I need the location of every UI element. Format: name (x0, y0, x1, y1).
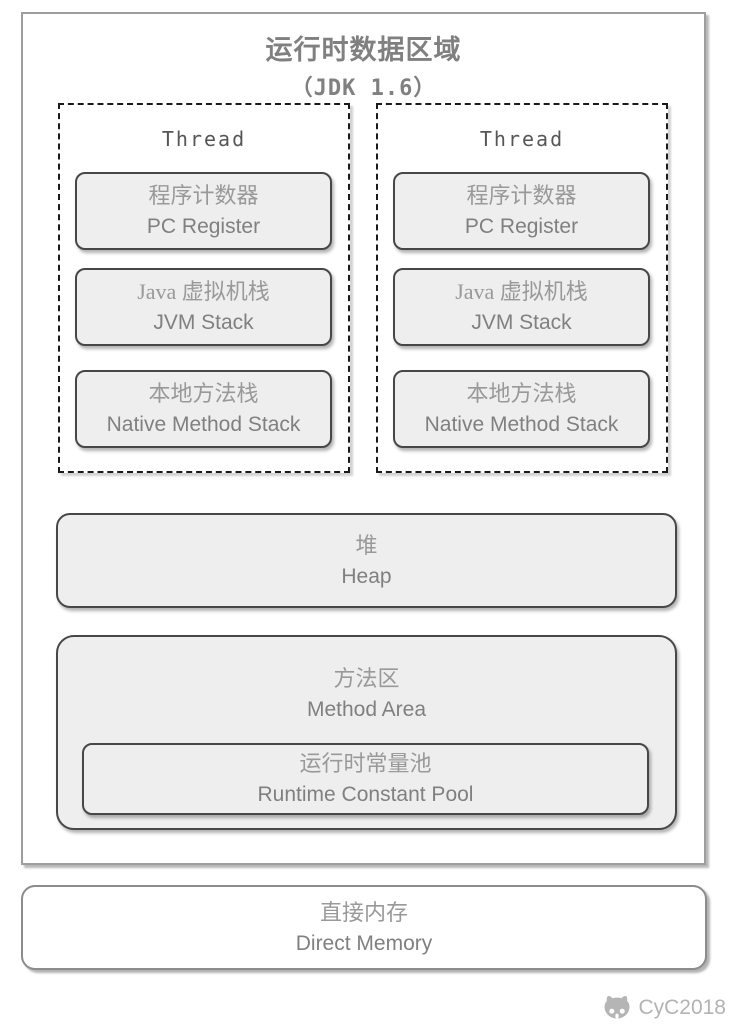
pc-register-label-zh: 程序计数器 (148, 183, 259, 208)
heap-box: 堆 Heap (56, 513, 677, 608)
jvm-stack-box: Java 虚拟机栈 JVM Stack (75, 268, 332, 346)
jvm-stack-label-en: JVM Stack (153, 311, 254, 334)
jvm-stack-label-zh: Java 虚拟机栈 (137, 279, 270, 304)
watermark-text: CyC2018 (638, 995, 726, 1019)
jvm-stack-label-zh: Java 虚拟机栈 (455, 279, 588, 304)
method-area-label-en: Method Area (306, 698, 427, 721)
heap-label-en: Heap (341, 564, 392, 588)
thread-label: Thread (161, 127, 247, 151)
native-method-stack-label-en: Native Method Stack (106, 413, 301, 436)
direct-memory-label-en: Direct Memory (295, 931, 433, 955)
thread-label: Thread (479, 127, 565, 151)
direct-memory-label-zh: 直接内存 (319, 899, 408, 925)
native-method-stack-label-en: Native Method Stack (424, 413, 619, 436)
runtime-data-area-container: 运行时数据区域 （JDK 1.6） Thread 程序计数器 PC Regist… (21, 12, 706, 865)
diagram-title-zh: 运行时数据区域 (265, 35, 462, 65)
method-area-label-zh: 方法区 (333, 666, 400, 691)
diagram-title: 运行时数据区域 （JDK 1.6） (23, 28, 704, 102)
heap-label-zh: 堆 (355, 532, 378, 558)
watermark: CyC2018 (602, 995, 726, 1020)
pc-register-label-zh: 程序计数器 (466, 183, 577, 208)
native-method-stack-box: 本地方法栈 Native Method Stack (75, 370, 332, 448)
runtime-constant-pool-box: 运行时常量池 Runtime Constant Pool (82, 743, 649, 815)
runtime-constant-pool-label-zh: 运行时常量池 (299, 751, 432, 776)
diagram-title-jdk-version: （JDK 1.6） (290, 76, 437, 101)
jvm-stack-box: Java 虚拟机栈 JVM Stack (393, 268, 650, 346)
method-area-box: 方法区 Method Area 运行时常量池 Runtime Constant … (56, 635, 677, 830)
pc-register-label-en: PC Register (464, 215, 579, 238)
runtime-constant-pool-label-en: Runtime Constant Pool (257, 783, 474, 806)
pc-register-label-en: PC Register (146, 215, 261, 238)
native-method-stack-label-zh: 本地方法栈 (148, 381, 259, 406)
cat-logo-icon (604, 996, 630, 1019)
native-method-stack-label-zh: 本地方法栈 (466, 381, 577, 406)
native-method-stack-box: 本地方法栈 Native Method Stack (393, 370, 650, 448)
thread-box-2: Thread 程序计数器 PC Register Java 虚拟机栈 JVM S… (376, 103, 668, 473)
thread-box-1: Thread 程序计数器 PC Register Java 虚拟机栈 JVM S… (58, 103, 350, 473)
method-area-title: 方法区 Method Area (307, 665, 426, 723)
pc-register-box: 程序计数器 PC Register (75, 172, 332, 250)
direct-memory-box: 直接内存 Direct Memory (21, 885, 707, 970)
pc-register-box: 程序计数器 PC Register (393, 172, 650, 250)
jvm-stack-label-en: JVM Stack (471, 311, 572, 334)
